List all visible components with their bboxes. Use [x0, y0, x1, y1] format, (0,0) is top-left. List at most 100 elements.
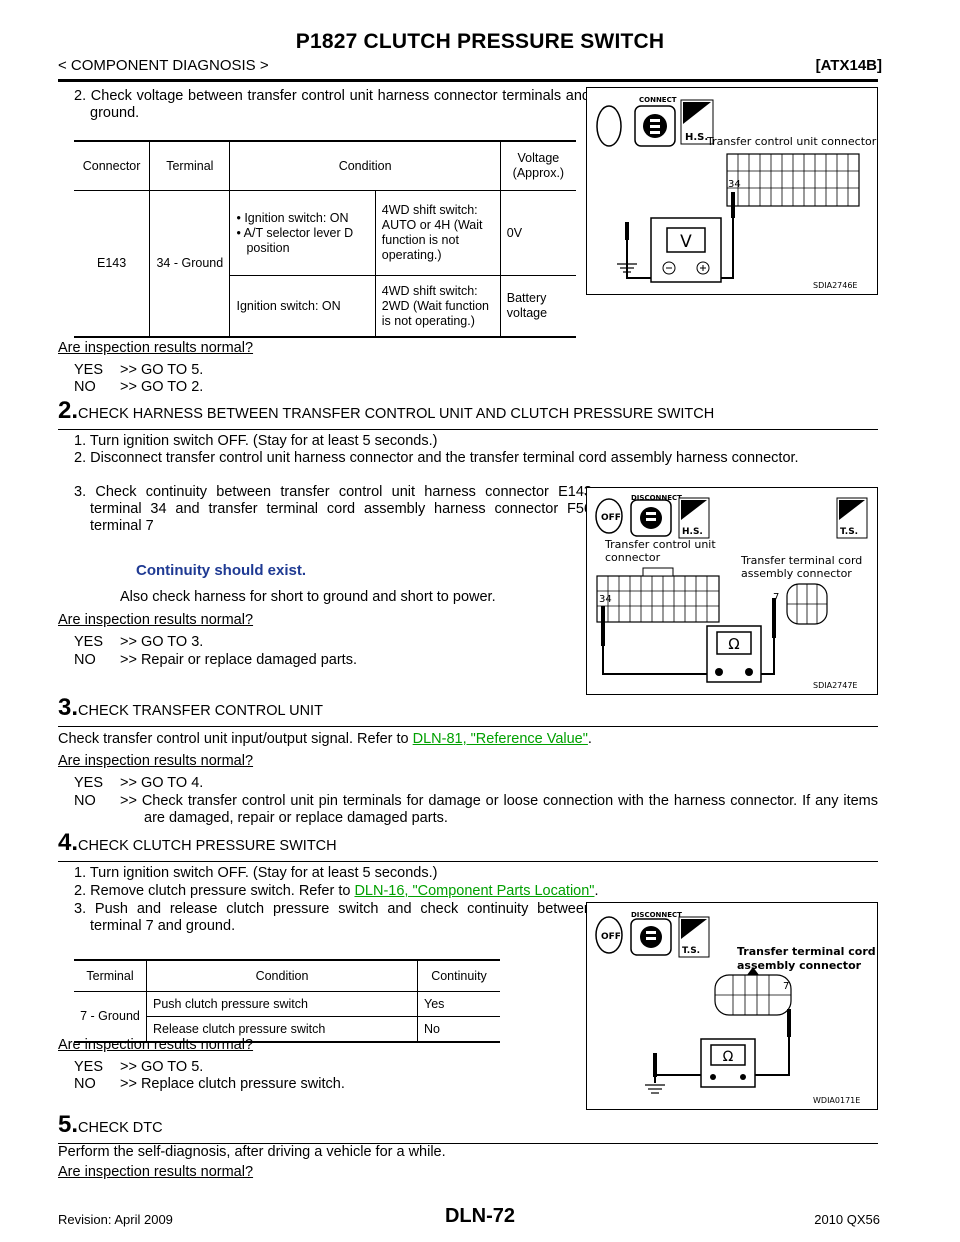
probe-right [787, 1009, 791, 1037]
step-3-no: NO >> Check transfer control unit pin ter… [74, 793, 878, 827]
no-key: NO [74, 379, 96, 395]
figure-continuity-check: OFF DISCONNECT H.S. T.S. Transfer contro… [586, 487, 878, 695]
fig2-label-1b: connector [605, 551, 661, 564]
step-2-no: NO >> Repair or replace damaged parts. [74, 652, 357, 669]
ohmmeter-display [710, 1044, 746, 1066]
ground-symbol [617, 258, 637, 273]
ground-probe [625, 222, 629, 240]
cell-terminal: 7 - Ground [80, 1009, 140, 1023]
no-action: >> Check transfer control unit pin termi… [120, 793, 878, 826]
step-4-question: Are inspection results normal? [58, 1037, 254, 1053]
ohmmeter-display [716, 631, 752, 655]
fig2-label-1a: Transfer control unit [604, 538, 716, 551]
step-4-item-2: 2. Remove clutch pressure switch. Refer … [74, 883, 599, 900]
ground-probe [653, 1053, 657, 1077]
col-voltage: Voltage (Approx.) [499, 141, 576, 191]
step-4-title: CHECK CLUTCH PRESSURE SWITCH [78, 838, 337, 854]
col-terminal: Terminal [86, 968, 134, 983]
ohm-symbol: Ω [723, 1049, 734, 1065]
step-2-item-3: 3. Check continuity between transfer con… [74, 484, 592, 534]
header-rule [58, 79, 878, 82]
voltmeter-display [666, 227, 706, 253]
step-5-text: Perform the self-diagnosis, after drivin… [58, 1144, 446, 1160]
fig3-code: WDIA0171E [813, 1096, 860, 1105]
no-action: >> Replace clutch pressure switch. [120, 1076, 345, 1092]
voltage-table: Connector Terminal Condition Voltage (Ap… [74, 140, 576, 338]
no-key: NO [74, 793, 96, 809]
wire-minus [626, 238, 657, 279]
cell-release-val: No [417, 1016, 500, 1042]
terminal-a [710, 1074, 716, 1080]
step-3-number: 3. [58, 694, 79, 721]
cell-push-val: Yes [417, 991, 500, 1017]
probe-left [601, 606, 605, 646]
figure-switch-check: OFF DISCONNECT T.S. Transfer terminal co… [586, 902, 878, 1110]
reference-value-link[interactable]: DLN-81, "Reference Value" [412, 731, 588, 747]
step-2-item-2: 2. Disconnect transfer control unit harn… [74, 450, 799, 466]
disconnect-badge: DISCONNECT [631, 911, 682, 919]
cell-cond-a1: • Ignition switch: ON • A/T selector lev… [229, 190, 376, 276]
step-3-yes: YES>> GO TO 4. [74, 775, 203, 792]
step-2-item-1: 1. Turn ignition switch OFF. (Stay for a… [74, 433, 438, 449]
probe-right [772, 598, 776, 638]
page-title: P1827 CLUTCH PRESSURE SWITCH [295, 30, 665, 53]
ts-badge: T.S. [682, 946, 700, 956]
off-label: OFF [601, 932, 621, 942]
no-key: NO [74, 652, 96, 668]
step-4-yes: YES>> GO TO 5. [74, 1059, 203, 1076]
ohm-symbol: Ω [728, 635, 739, 653]
cell-release: Release clutch pressure switch [146, 1016, 418, 1042]
step-4-no: NO>> Replace clutch pressure switch. [74, 1076, 345, 1093]
ignition-off-icon: OFF [595, 916, 623, 954]
cell-volt-1: 0V [499, 190, 576, 276]
continuity-spec: Continuity should exist. [136, 562, 307, 579]
yes-action: >> GO TO 3. [120, 634, 204, 650]
step-3-text: Check transfer control unit input/output… [58, 731, 592, 748]
col-condition: Condition [146, 960, 418, 992]
pin-7-label: 7 [783, 981, 789, 992]
step-2-also: Also check harness for short to ground a… [120, 589, 496, 605]
step-2-question: Are inspection results normal? [58, 612, 254, 628]
fig2-code: SDIA2747E [813, 681, 857, 690]
cord-connector-pins [715, 975, 791, 1015]
cord-connector-pins [787, 584, 827, 624]
col-connector: Connector [82, 158, 141, 173]
step-5-title: CHECK DTC [78, 1120, 163, 1136]
yes-key: YES [74, 775, 104, 791]
ts-badge-shade [681, 919, 707, 939]
terminal-b [745, 668, 753, 676]
revision-label: Revision: April 2009 [58, 1212, 173, 1227]
yes-key: YES [74, 1059, 104, 1075]
connector-icon [630, 918, 672, 956]
step-4-number: 4. [58, 829, 79, 856]
cond-selector: • A/T selector lever D position [236, 225, 354, 255]
col-terminal: Terminal [149, 141, 230, 191]
ts-badge: T.S. [840, 527, 858, 537]
tcu-connector-latch [642, 567, 674, 577]
terminal-a [715, 668, 723, 676]
ignition-off-icon: OFF [595, 498, 623, 534]
wire-left [602, 646, 715, 675]
yes-key: YES [74, 362, 104, 378]
terminal-b [740, 1074, 746, 1080]
intro-step-2: 2. Check voltage between transfer contro… [74, 88, 590, 121]
step-3-text-post: . [587, 731, 592, 747]
disconnect-badge: DISCONNECT [631, 494, 682, 502]
voltmeter-unit: V [680, 232, 692, 252]
col-continuity: Continuity [417, 960, 500, 992]
continuity-diagram: OFF DISCONNECT H.S. T.S. Transfer contro… [595, 494, 868, 690]
component-location-link[interactable]: DLN-16, "Component Parts Location" [354, 883, 595, 899]
probe [731, 192, 735, 218]
connector-icon [596, 105, 676, 147]
step-2-title: CHECK HARNESS BETWEEN TRANSFER CONTROL U… [78, 406, 715, 422]
step-3-text-pre: Check transfer control unit input/output… [58, 731, 413, 747]
continuity-table: Terminal Condition Continuity 7 - Ground… [74, 959, 500, 1043]
no-action: >> Repair or replace damaged parts. [120, 652, 357, 668]
connect-badge: CONNECT [639, 96, 677, 104]
intro-no: NO >> GO TO 2. [74, 379, 203, 396]
switch-diagram: OFF DISCONNECT T.S. Transfer terminal co… [595, 911, 876, 1105]
col-condition: Condition [229, 141, 501, 191]
step-4-item-1: 1. Turn ignition switch OFF. (Stay for a… [74, 865, 438, 881]
step-4-item-2-pre: 2. Remove clutch pressure switch. Refer … [74, 883, 355, 899]
no-action: >> GO TO 2. [120, 379, 204, 395]
